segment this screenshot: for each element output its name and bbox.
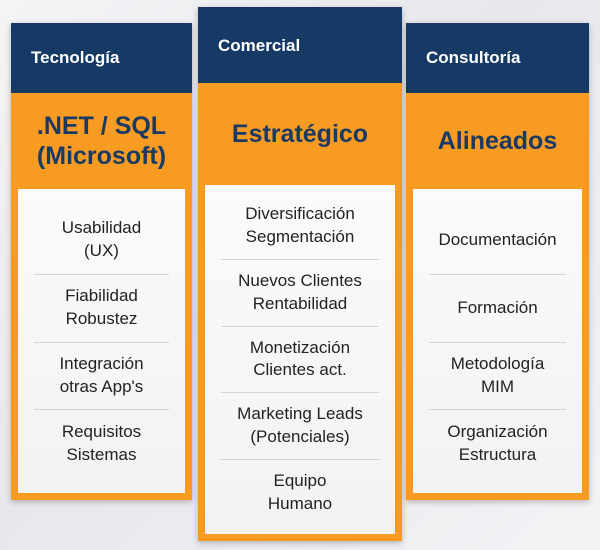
list-item: Formación: [429, 275, 566, 343]
list-item: Metodología MIM: [429, 343, 566, 411]
column-comercial: Comercial Estratégico Diversificación Se…: [198, 7, 402, 541]
column-header: Consultoría: [406, 23, 589, 93]
list-item: Organización Estructura: [447, 421, 548, 464]
list-item: Usabilidad (UX): [34, 207, 169, 275]
column-headline: .NET / SQL (Microsoft): [36, 112, 167, 170]
list-item: Documentación: [429, 207, 566, 275]
column-header: Comercial: [198, 7, 402, 83]
list-item: Equipo Humano: [267, 471, 333, 514]
column-item-list: Diversificación Segmentación Nuevos Clie…: [205, 185, 395, 534]
column-tecnologia: Tecnología .NET / SQL (Microsoft) Usabil…: [11, 23, 192, 500]
column-item-list: Documentación Formación Metodología MIM …: [413, 189, 582, 493]
list-item: Nuevos Clientes Rentabilidad: [221, 260, 379, 327]
list-item: Fiabilidad Robustez: [34, 275, 169, 343]
column-header: Tecnología: [11, 23, 192, 93]
list-item: Marketing Leads (Potenciales): [221, 393, 379, 461]
list-item: Monetización Clientes act.: [221, 327, 379, 394]
column-item-list: Usabilidad (UX) Fiabilidad Robustez Inte…: [18, 189, 185, 493]
column-headline: Estratégico: [231, 120, 369, 148]
list-item: Integración otras App's: [34, 343, 169, 411]
column-consultoria: Consultoría Alineados Documentación Form…: [406, 23, 589, 500]
list-item: Requisitos Sistemas: [61, 421, 142, 464]
column-headline: Alineados: [437, 127, 558, 155]
list-item: Diversificación Segmentación: [221, 193, 379, 260]
